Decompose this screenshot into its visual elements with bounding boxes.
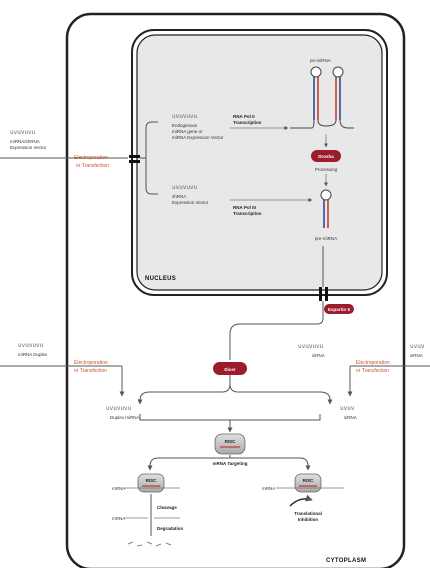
drosha-pill: Drosha <box>311 150 341 162</box>
sirna-right-label: siRNA <box>410 353 423 358</box>
shrna-caption-2: Expression Vector <box>172 200 209 205</box>
pol3-label-1: RNA Pol III <box>233 205 256 210</box>
mrna-lower-label: mRNA <box>112 516 125 521</box>
pol2-label-1: RNA Pol II <box>233 114 255 119</box>
risc-left: RISC <box>138 474 164 492</box>
mrna-right-label: mRNA <box>262 486 275 491</box>
risc-left-label: RISC <box>146 478 158 483</box>
drosha-label: Drosha <box>318 154 334 159</box>
dicer-label: Dicer <box>224 367 236 372</box>
nucleus-label: NUCLEUS <box>145 276 176 282</box>
duplex-left-label: miRNA Duplex <box>18 352 48 357</box>
sirna-mid-label: siRNA <box>312 353 325 358</box>
duplex-mirna-label: Duplex miRNA <box>110 415 140 420</box>
pol3-label-2: Transcription <box>233 211 262 216</box>
shrna-strand: uvuvuvu <box>172 184 198 191</box>
pre-mirna-label: pre-miRNA <box>315 236 337 241</box>
mrna-left-label: mRNA <box>112 486 125 491</box>
transfection-left: or Transfection <box>76 163 109 169</box>
transfection-right: or Transfection <box>356 368 389 374</box>
processing-label: Processing <box>315 167 338 172</box>
duplex-mirna-strand: uvuvuvu <box>106 405 132 412</box>
exportin-pill: Exportin 5 <box>324 304 354 314</box>
pri-mirna-label: pri-miRNA <box>310 58 331 63</box>
vector-caption-2: Expression Vector <box>10 145 47 150</box>
sirna-lower-strand: uvuv <box>340 405 355 412</box>
shrna-caption-1: shRNA <box>172 194 186 199</box>
nucleus-inner <box>137 35 382 290</box>
translational-label-1: Translational <box>294 511 322 516</box>
endogenous-caption-3: miRNA Expression Vector <box>172 135 224 140</box>
duplex-left-strand: uvuvuvu <box>18 342 44 349</box>
pol2-label-2: Transcription <box>233 120 262 125</box>
endogenous-strand: uvuvuvu <box>172 113 198 120</box>
vector-strand-left: uvuvuvu <box>10 129 36 136</box>
cleavage-label: Cleavage <box>157 505 177 510</box>
risc-center: RISC <box>215 434 245 454</box>
endogenous-caption-1: Endogenous <box>172 123 198 128</box>
degradation-label: Degradation <box>157 526 184 531</box>
electroporation-mid: Electroporation <box>74 360 108 366</box>
sirna-lower-label: siRNA <box>344 415 357 420</box>
dicer-pill: Dicer <box>213 362 247 375</box>
risc-center-label: RISC <box>225 439 237 444</box>
translational-label-2: Inhibition <box>298 517 318 522</box>
risc-right: RISC <box>295 474 321 492</box>
sirna-right-strand: uvuv <box>410 343 425 350</box>
risc-right-label: RISC <box>303 478 315 483</box>
mrna-targeting-label: mRNA Targeting <box>212 461 247 466</box>
electroporation-left: Electroporation <box>74 155 108 161</box>
endogenous-caption-2: miRNA gene or <box>172 129 203 134</box>
transfection-mid: or Transfection <box>74 368 107 374</box>
electroporation-right: Electroporation <box>356 360 390 366</box>
cytoplasm-label: CYTOPLASM <box>326 558 366 564</box>
exportin-label: Exportin 5 <box>328 307 351 312</box>
vector-caption-1: miRNA/shRNA <box>10 139 40 144</box>
sirna-mid-strand: uvuvuvu <box>298 343 324 350</box>
